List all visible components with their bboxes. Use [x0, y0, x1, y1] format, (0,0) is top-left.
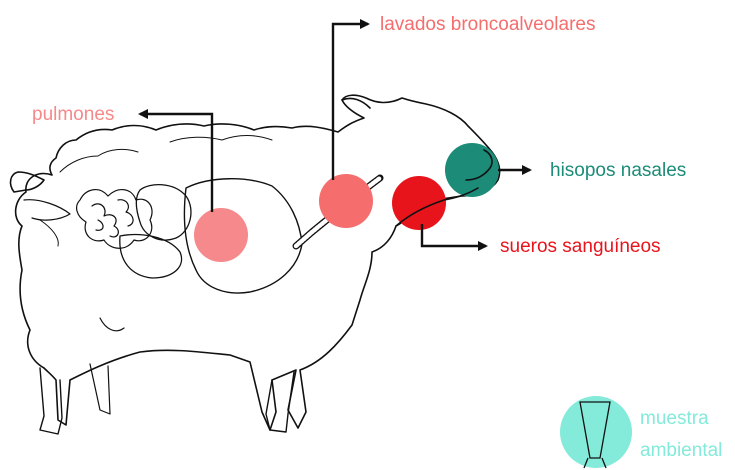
env-label-line2: ambiental — [640, 440, 722, 461]
env-label-line1: muestra — [640, 408, 709, 429]
serum-arrow — [422, 224, 486, 246]
sheep-udder — [100, 318, 124, 331]
intestines — [77, 190, 152, 249]
lungs-label: pulmones — [32, 104, 114, 125]
liver — [120, 235, 182, 278]
sheep-illustration — [11, 95, 500, 434]
sample-tube-icon — [560, 396, 632, 468]
lungs-sample-dot — [194, 208, 248, 262]
bal-label: lavados broncoalveolares — [380, 14, 595, 35]
sheep-body-outline — [16, 95, 500, 430]
serum-label: sueros sanguíneos — [500, 236, 661, 257]
nasal-sample-dot — [445, 143, 499, 197]
sheep-front-legs — [266, 372, 294, 432]
nasal-label: hisopos nasales — [550, 160, 686, 181]
bal-sample-dot — [319, 174, 373, 228]
sheep-hind-legs — [40, 368, 62, 434]
rumen — [136, 185, 191, 240]
